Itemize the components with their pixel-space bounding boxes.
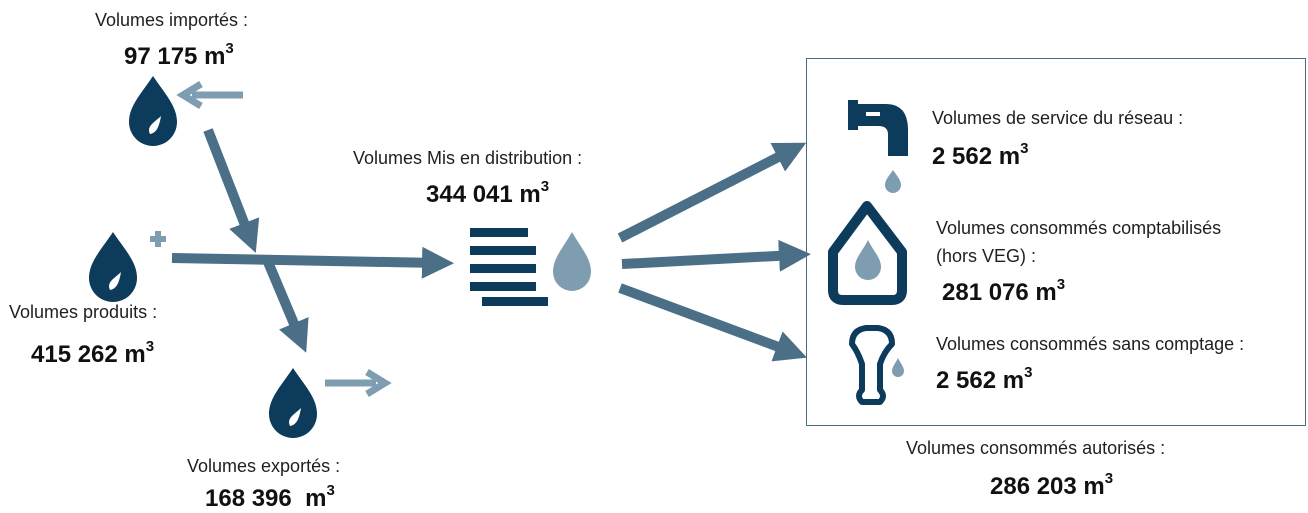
- arrow-to-export: [263, 260, 309, 353]
- fountain-icon: [849, 325, 904, 405]
- imported-label: Volumes importés :: [95, 10, 249, 30]
- exported-value: 168 396 m3: [205, 482, 335, 512]
- produced-value: 415 262 m3: [31, 338, 155, 368]
- authorized-value: 286 203 m3: [990, 470, 1114, 500]
- house-drop-icon: [828, 201, 907, 305]
- arrow-to-metered: [621, 239, 811, 272]
- water-drop-export-icon: [269, 368, 392, 438]
- flow-arrows: [171, 128, 811, 362]
- network-service-value: 2 562 m3: [932, 140, 1029, 170]
- distributed-label: Volumes Mis en distribution :: [353, 148, 583, 168]
- unmetered-label: Volumes consommés sans comptage :: [936, 334, 1245, 354]
- exported-label: Volumes exportés :: [187, 456, 341, 476]
- distribution-icon: [470, 228, 591, 306]
- water-drop-import-icon: [129, 76, 243, 146]
- metered-label-line1: Volumes consommés comptabilisés: [936, 218, 1222, 238]
- metered-label-line2: (hors VEG) :: [936, 246, 1037, 266]
- distributed-value: 344 041 m3: [426, 178, 550, 208]
- arrow-to-network-service: [617, 142, 807, 243]
- water-drop-plus-icon: [89, 231, 166, 302]
- produced-label: Volumes produits :: [9, 302, 158, 322]
- imported-value: 97 175 m3: [124, 40, 234, 70]
- arrow-import-to-main: [203, 128, 260, 253]
- network-service-label: Volumes de service du réseau :: [932, 108, 1184, 128]
- arrow-to-unmetered: [618, 283, 807, 362]
- arrow-produced-to-distribution: [171, 246, 454, 279]
- authorized-label: Volumes consommés autorisés :: [906, 438, 1166, 458]
- metered-value: 281 076 m3: [942, 276, 1066, 306]
- faucet-icon: [848, 100, 908, 193]
- unmetered-value: 2 562 m3: [936, 364, 1033, 394]
